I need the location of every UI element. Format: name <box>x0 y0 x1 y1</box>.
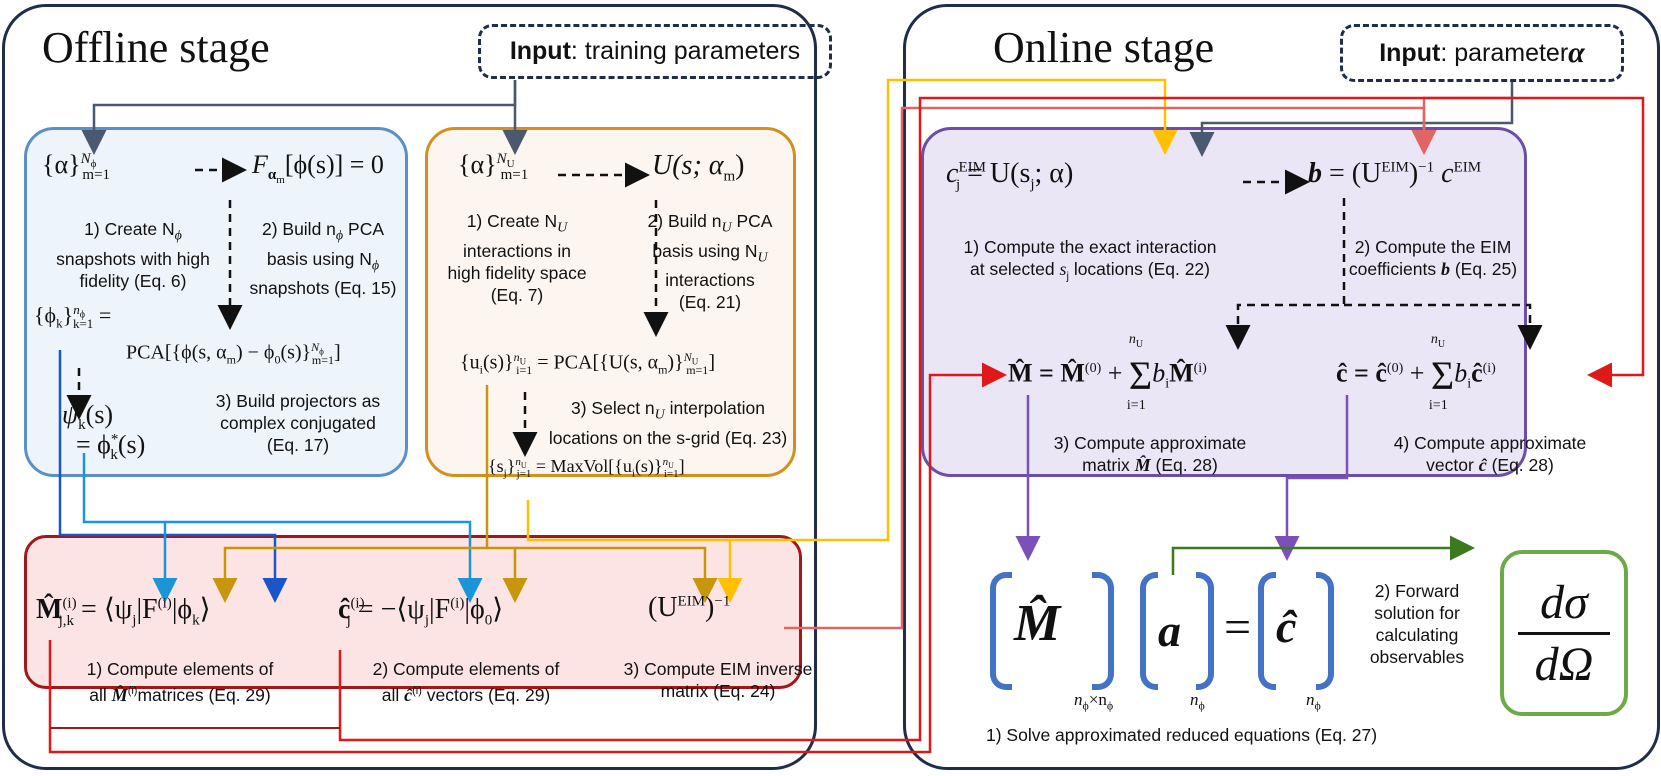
caption-compute-matrix-elements: 1) Compute elements of all M̂(i)matrices… <box>86 659 274 705</box>
caption-create-interactions: 1) Create NU interactions in high fideli… <box>447 211 587 305</box>
arrow-Uinv-to-b <box>784 106 1437 630</box>
eq-matrix-elements: M̂(i)j,k = ⟨ψj|F(i)|ϕk⟩ <box>36 594 211 629</box>
caption-forward-solution: 2) Forward solution for calculating obse… <box>1369 581 1465 667</box>
eim-panel <box>921 127 1527 477</box>
eq-projector-conj: = ϕ*k(s) <box>76 430 146 464</box>
arrow-u-gold-U <box>515 546 718 603</box>
vector-a-bracket-left <box>1140 572 1158 690</box>
eq-training-set-U: {α}NUm=1 <box>458 150 529 184</box>
caption-build-pca-basis: 2) Build nϕ PCA basis using Nϕ snapshots… <box>249 219 397 298</box>
eq-projector-psi: ψk(s) <box>62 400 114 434</box>
system-vector-c: ĉ <box>1276 601 1297 652</box>
caption-compute-eim-coefficients: 2) Compute the EIM coefficients b (Eq. 2… <box>1348 237 1518 279</box>
eq-exact-interaction: cEIMj = U(sj; α) <box>946 158 1074 193</box>
eq-training-set-phi: {α}Nϕm=1 <box>42 150 111 184</box>
arrow-Mi-to-Mhat <box>48 362 1007 754</box>
caption-solve-reduced: 1) Solve approximated reduced equations … <box>986 725 1378 745</box>
eq-pca-basis-rhs: PCA[{ϕ(s, αm) − ϕ0(s)}Nϕm=1] <box>126 340 341 367</box>
system-vector-a-dim: nϕ <box>1190 690 1205 713</box>
matrix-bracket-left <box>990 572 1012 690</box>
arrow-s-to-cEIM <box>730 78 1178 542</box>
observable-fraction-bar <box>1518 631 1610 635</box>
training-parameters-input: Input: training parameters <box>478 24 832 79</box>
eq-eim-inverse: (UEIM)−1 <box>648 592 731 623</box>
offline-stage-title: Offline stage <box>42 23 270 72</box>
system-matrix-dim: nϕ×nϕ <box>1074 690 1114 713</box>
vector-a-bracket-right <box>1196 572 1214 690</box>
caption-approx-vector: 4) Compute approximate vector ĉ (Eq. 28) <box>1393 433 1587 475</box>
matrix-bracket-right <box>1092 572 1114 690</box>
caption-approx-matrix: 3) Compute approximate matrix M̂ (Eq. 28… <box>1053 433 1247 475</box>
arrow-phi-to-M <box>58 350 288 603</box>
eq-eim-coefficients: b = (UEIM)−1 cEIM <box>1308 158 1482 189</box>
caption-compute-vector-elements: 2) Compute elements of all ĉ(i) vectors … <box>372 659 560 705</box>
observable-denominator: dΩ <box>1534 637 1594 691</box>
parameter-alpha-input: Input: parameter α <box>1340 24 1624 82</box>
vector-c-bracket-right <box>1316 572 1334 690</box>
system-equals: = <box>1224 601 1252 654</box>
eq-interaction-pca: {ui(s)}nUi=1 = PCA[{U(s, αm)}NUm=1] <box>460 350 715 377</box>
elements-panel <box>24 535 802 689</box>
online-stage-title: Online stage <box>993 23 1215 72</box>
system-matrix-M: M̂ <box>1014 595 1061 652</box>
system-vector-c-dim: nϕ <box>1306 690 1321 713</box>
caption-compute-eim-inverse: 3) Compute EIM inverse matrix (Eq. 24) <box>623 659 813 701</box>
arrow-param-red <box>1512 96 1645 388</box>
eq-interaction-U: U(s; αm) <box>652 150 745 185</box>
caption-build-interaction-pca: 2) Build nU PCA basis using NU interacti… <box>647 211 773 312</box>
observable-numerator: dσ <box>1540 575 1588 629</box>
caption-create-snapshots: 1) Create Nϕ snapshots with high fidelit… <box>56 219 210 291</box>
dashed-purple-right-down <box>1344 303 1543 350</box>
arrow-psi-to-M <box>82 453 178 603</box>
arrow-c-to-system <box>1274 395 1349 561</box>
eq-vector-elements: ĉ(i)j = −⟨ψj|F(i)|ϕ0⟩ <box>338 594 504 629</box>
caption-build-projectors: 3) Build projectors as complex conjugate… <box>215 391 381 455</box>
dashed-purple-down <box>1225 198 1346 350</box>
arrow-input-to-snapshot <box>81 80 517 155</box>
vector-c-bracket-left <box>1258 572 1276 690</box>
observable-box: dσ dΩ <box>1500 550 1628 716</box>
arrow-ci-to-chat <box>338 96 1512 742</box>
arrow-psi-to-c <box>165 520 483 603</box>
caption-select-interpolation: 3) Select nU interpolation locations on … <box>548 398 788 448</box>
eq-maxvol: {sj}nUj=1 = MaxVol[{ui(s)}nUi=1] <box>488 456 685 480</box>
arrow-u-gold-c <box>487 546 528 603</box>
arrow-param-to-c <box>1189 82 1514 157</box>
caption-compute-exact-interaction: 1) Compute the exact interaction at sele… <box>963 237 1217 283</box>
eq-pca-basis-lhs: {ϕk}nϕk=1 = <box>34 302 112 331</box>
arrow-u-gold <box>212 385 489 603</box>
arrow-s-to-Ueim <box>526 500 743 603</box>
eq-high-fidelity-equation: Fαm[ϕ(s)] = 0 <box>252 150 384 187</box>
arrow-a-to-observable <box>1171 535 1475 575</box>
system-vector-a: a <box>1158 605 1181 656</box>
